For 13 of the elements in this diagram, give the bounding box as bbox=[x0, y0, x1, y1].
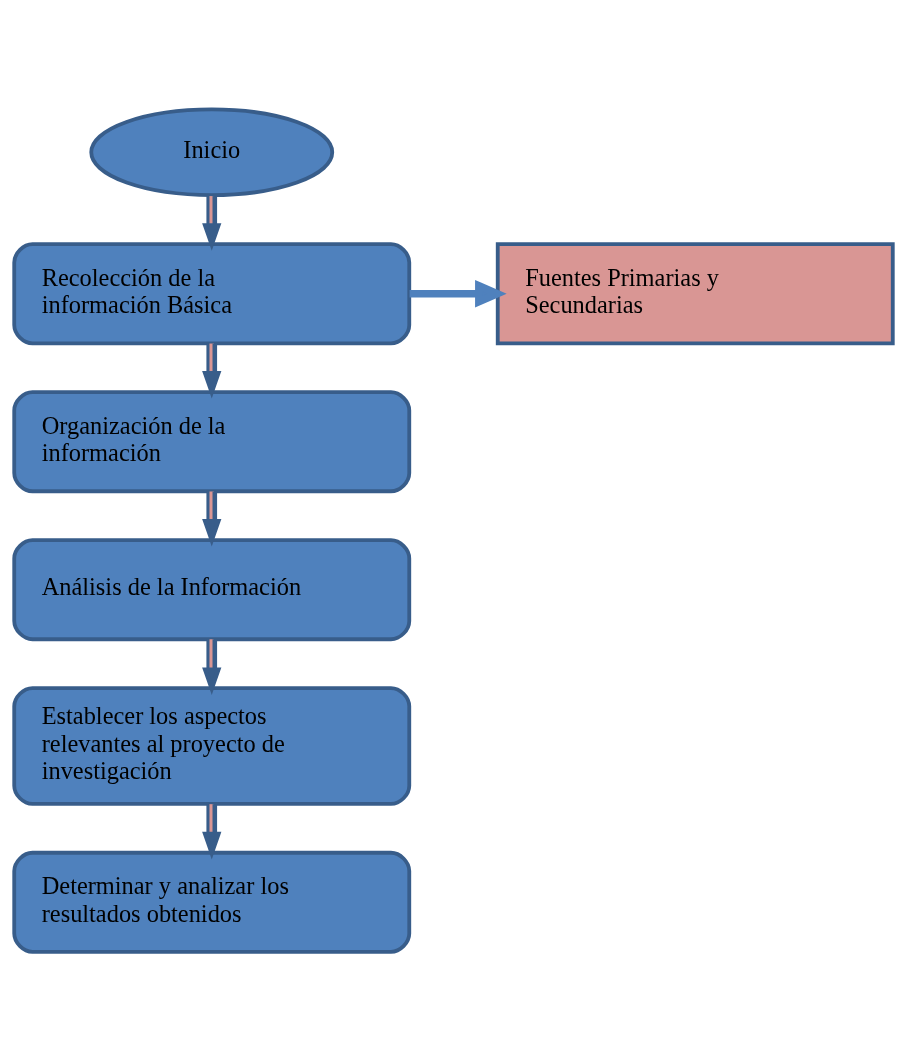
node-box: Organización de la información bbox=[12, 390, 412, 494]
arrow bbox=[202, 196, 222, 251]
arrow bbox=[202, 804, 222, 860]
arrow bbox=[202, 639, 222, 695]
arrow bbox=[202, 491, 222, 547]
node-box: Fuentes Primarias y Secundarias bbox=[495, 242, 895, 346]
node-box: Análisis de la Información bbox=[12, 538, 412, 642]
node-box: Determinar y analizar los resultados obtenidos bbox=[12, 850, 412, 954]
arrow bbox=[202, 343, 222, 399]
node-box: Establecer los aspectos relevantes al proyecto de investigación bbox=[12, 686, 412, 806]
node-ellipse: Inicio bbox=[89, 107, 335, 197]
arrow bbox=[409, 279, 507, 308]
node-box: Recolección de la información Básica bbox=[12, 242, 412, 346]
